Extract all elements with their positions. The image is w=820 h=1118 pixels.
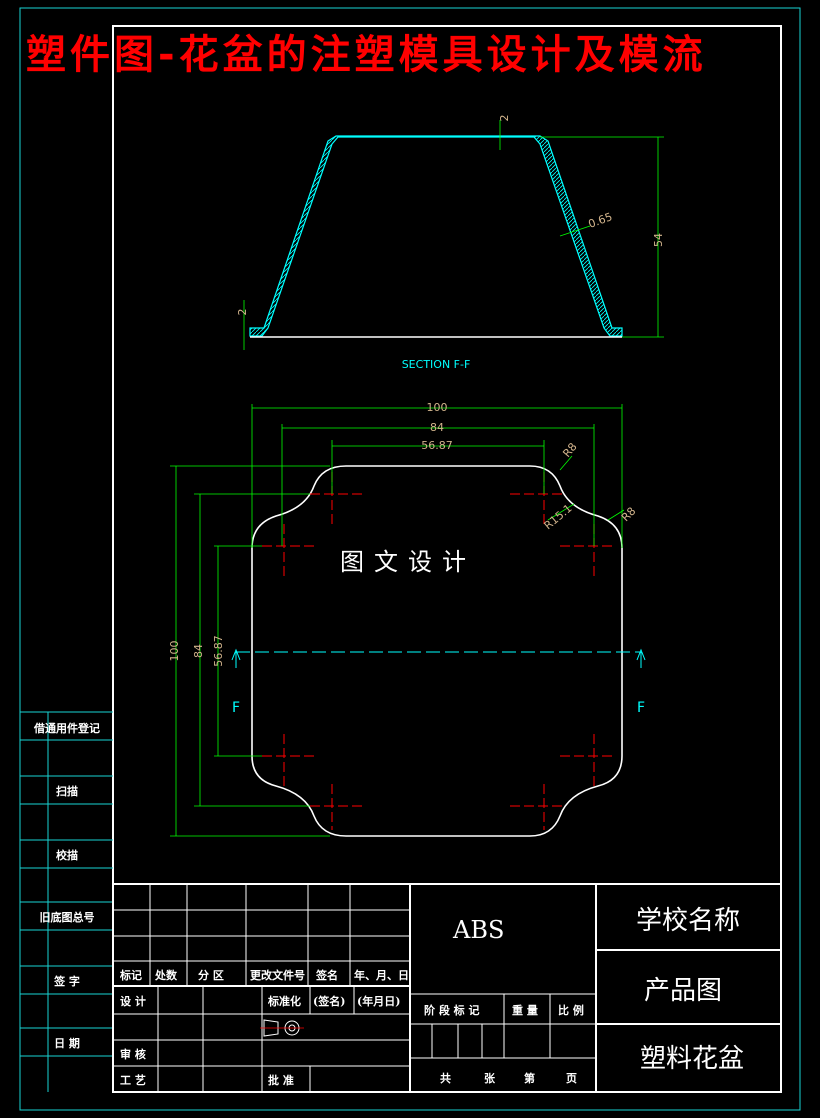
dim-w84: 84	[430, 421, 444, 434]
dim-h100: 100	[168, 641, 181, 662]
dim-h84: 84	[192, 644, 205, 658]
tb-sheet-total: 共	[440, 1072, 451, 1085]
tb-header-signature: 签名	[316, 969, 338, 982]
dim-top-2: 2	[498, 115, 511, 122]
section-label: SECTION F-F	[402, 358, 471, 371]
tb-craft: 工 艺	[120, 1074, 146, 1087]
tb-part-name: 塑料花盆	[640, 1044, 745, 1074]
watermark-text: 图文设计	[340, 548, 476, 576]
tb-header-change-doc: 更改文件号	[250, 969, 305, 982]
section-profile	[249, 135, 623, 337]
side-label-register: 借通用件登记	[34, 722, 100, 735]
tb-header-count: 处数	[155, 969, 177, 982]
dim-wall-065: 0.65	[587, 210, 614, 231]
side-label-scan: 扫描	[56, 785, 78, 798]
page-title: 塑件图-花盆的注塑模具设计及模流	[26, 32, 707, 78]
dim-w100: 100	[427, 401, 448, 414]
tb-sign-paren: (签名)	[313, 995, 346, 1008]
tb-header-date: 年、月、日	[354, 969, 409, 982]
tb-review: 审 核	[120, 1048, 146, 1061]
dim-w5687: 56.87	[421, 439, 453, 452]
tb-scale: 比 例	[558, 1004, 584, 1017]
dim-h5687: 56.87	[212, 635, 225, 667]
side-label-date: 日 期	[54, 1037, 80, 1050]
tb-school-name: 学校名称	[636, 906, 741, 936]
tb-weight: 重 量	[512, 1004, 538, 1017]
tb-sheet-unit: 张	[484, 1072, 495, 1085]
tb-approve: 批 准	[268, 1074, 294, 1087]
dim-base-2: 2	[236, 309, 249, 316]
plan-view: F F 100 84 56.87 100 84 56.87 R8	[168, 401, 646, 837]
side-label-old-drawing: 旧底图总号	[39, 911, 95, 924]
outer-frame	[19, 7, 801, 1111]
tb-sheet-page: 页	[566, 1072, 577, 1085]
tb-drawing-type: 产品图	[644, 976, 723, 1006]
tb-date-paren: (年月日)	[357, 995, 401, 1008]
side-label-sign: 签 字	[54, 975, 80, 988]
section-view: 54 2 0.65 2 SECTION F-F	[236, 115, 665, 372]
title-block-grid	[112, 883, 782, 1093]
tb-sheet-no: 第	[524, 1072, 535, 1085]
tb-material: ABS	[453, 916, 505, 944]
cut-label-right: F	[637, 700, 645, 716]
tb-header-mark: 标记	[120, 969, 142, 982]
tb-design: 设 计	[120, 995, 146, 1008]
tb-stage-mark: 阶 段 标 记	[424, 1004, 480, 1017]
plan-outline	[251, 465, 623, 837]
dim-height-54: 54	[652, 233, 665, 247]
side-label-trace: 校描	[56, 849, 78, 862]
dim-r151: R15.1	[542, 502, 575, 533]
tb-standard: 标准化	[268, 995, 301, 1008]
dim-r8-top: R8	[560, 440, 579, 460]
cut-label-left: F	[232, 700, 240, 716]
tb-header-zone: 分 区	[198, 969, 224, 982]
side-panel	[20, 711, 113, 1092]
